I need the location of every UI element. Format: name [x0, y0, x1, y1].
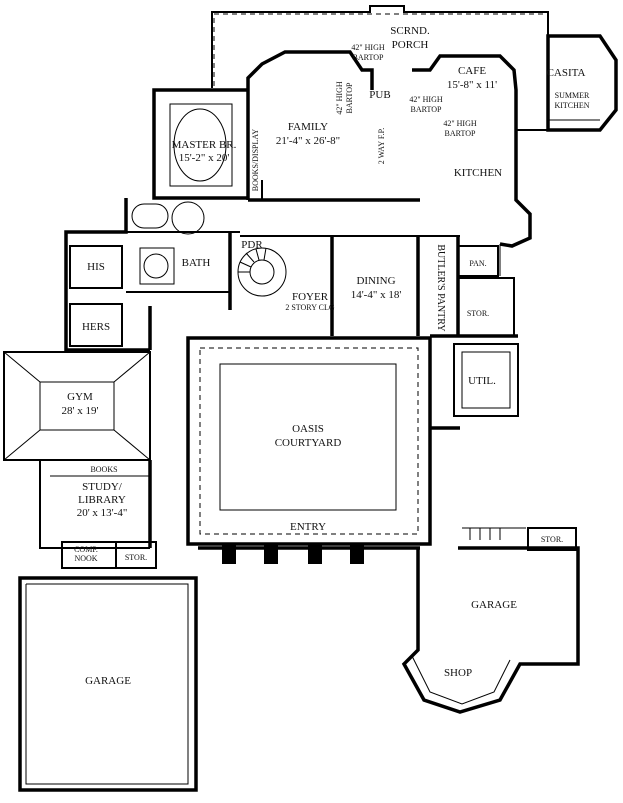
- label-stor-2: STOR.: [125, 553, 147, 562]
- label-pan: PAN.: [469, 259, 486, 268]
- label-bartop-2: 42" HIGHBARTOP: [335, 81, 354, 114]
- label-pdr: PDR: [241, 239, 263, 251]
- label-util: UTIL.: [468, 375, 496, 387]
- label-shop: SHOP: [444, 667, 472, 679]
- walls: [3, 5, 618, 792]
- label-entry: ENTRY: [290, 521, 326, 533]
- label-pub: PUB: [369, 89, 390, 101]
- label-his: HIS: [87, 261, 105, 273]
- label-scrnd-porch: SCRND.PORCH: [390, 25, 430, 51]
- label-bath: BATH: [182, 257, 211, 269]
- label-casita: CASITA: [547, 67, 586, 79]
- label-garage-right: GARAGE: [471, 599, 517, 611]
- label-hers: HERS: [82, 321, 110, 333]
- label-kitchen: KITCHEN: [454, 167, 502, 179]
- label-butlers-pantry: BUTLER'S PANTRY: [435, 244, 446, 331]
- label-books: BOOKS: [90, 465, 117, 474]
- label-garage-left: GARAGE: [85, 675, 131, 687]
- label-books-display: BOOKS/DISPLAY: [251, 129, 260, 192]
- label-stor-1: STOR.: [467, 309, 489, 318]
- label-two-way-fp: 2 WAY F.P.: [377, 128, 386, 164]
- label-master-br: MASTER BR.15'-2" x 20': [172, 139, 237, 164]
- label-comp-nook: COMP.NOOK: [74, 545, 98, 563]
- label-stor-3: STOR.: [541, 535, 563, 544]
